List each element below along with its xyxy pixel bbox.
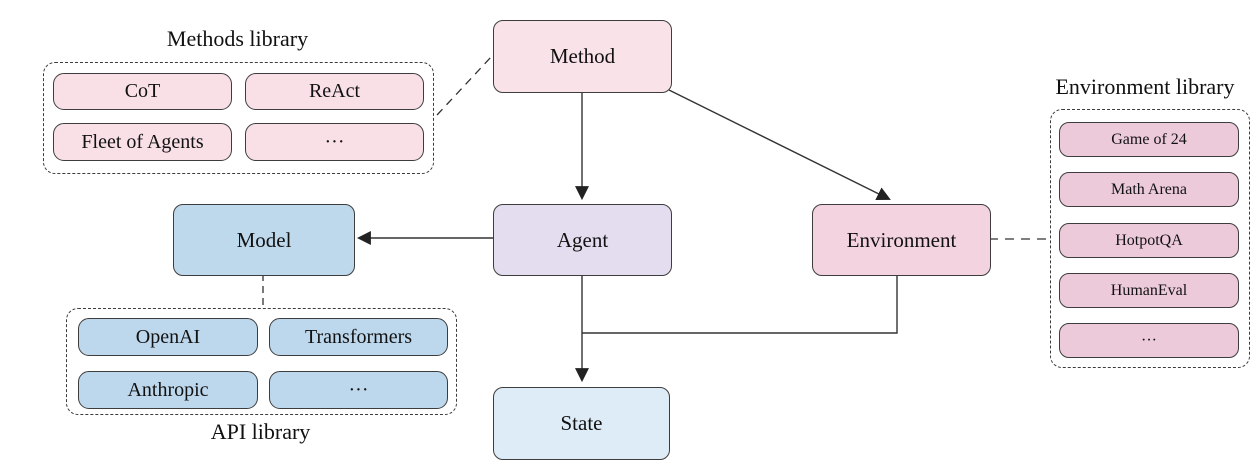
- api-library-item: Anthropic: [78, 371, 258, 409]
- api-library-title: API library: [210, 419, 311, 444]
- methods-library-item: ReAct: [245, 73, 424, 110]
- environment-library-item: Game of 24: [1059, 122, 1239, 157]
- api-library-item: ···: [269, 371, 448, 409]
- node-state: State: [493, 387, 670, 460]
- environment-library-item: HotpotQA: [1059, 223, 1239, 258]
- node-model-label: Model: [236, 227, 292, 252]
- api-library-item: Transformers: [269, 318, 448, 356]
- methods-library-item: ···: [245, 123, 424, 161]
- environment-library-item: ···: [1059, 323, 1239, 358]
- methods-library-item: Fleet of Agents: [53, 123, 232, 161]
- methods-library-to-method-link: [436, 56, 492, 116]
- environment-library-title: Environment library: [1055, 74, 1235, 99]
- api-library-group: OpenAI Transformers Anthropic ···: [66, 308, 457, 415]
- node-agent-label: Agent: [556, 227, 609, 252]
- methods-library-title: Methods library: [166, 26, 309, 51]
- environment-to-state-elbow: [582, 274, 898, 334]
- environment-library-group: Game of 24 Math Arena HotpotQA HumanEval…: [1050, 109, 1250, 368]
- api-library-item: OpenAI: [78, 318, 258, 356]
- method-to-environment-arrow: [668, 89, 891, 200]
- node-model: Model: [173, 204, 355, 276]
- node-environment: Environment: [812, 204, 991, 276]
- node-method-label: Method: [549, 44, 616, 68]
- node-method: Method: [493, 20, 672, 93]
- environment-library-item: HumanEval: [1059, 273, 1239, 308]
- node-agent: Agent: [493, 204, 672, 276]
- methods-library-item: CoT: [53, 73, 232, 110]
- node-state-label: State: [560, 411, 603, 435]
- environment-library-item: Math Arena: [1059, 172, 1239, 207]
- node-environment-label: Environment: [846, 227, 957, 252]
- methods-library-group: CoT ReAct Fleet of Agents ···: [43, 62, 434, 174]
